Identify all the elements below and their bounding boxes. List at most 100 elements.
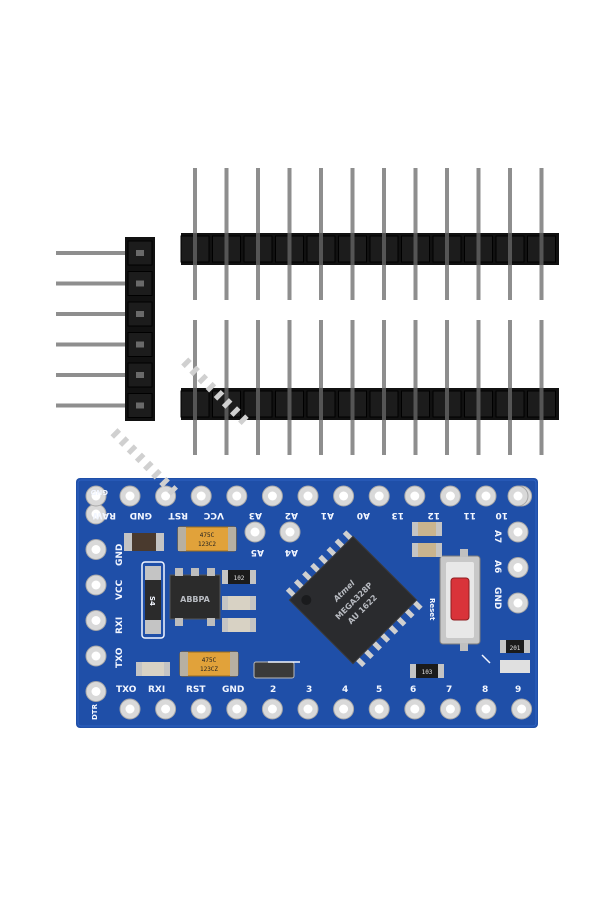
label-gnd-top: GND [130,510,152,520]
chip-pin [126,444,138,456]
label-a2: A2 [285,510,298,520]
label-reset: Reset [428,598,436,621]
label-rxi-bottom: RXI [148,685,165,695]
chip-pin [118,436,130,447]
header-pin [350,320,355,455]
ra-pin [56,373,136,377]
header-pin-through [476,388,481,420]
chip-pin [197,373,209,385]
ra-pin-end [136,250,144,256]
silk-left-column: GND VCC RXI TXO DTR [91,544,125,720]
label-13: 13 [391,510,404,520]
header-pin [508,320,512,455]
header-pin-through [413,233,418,265]
reset-button [439,549,481,651]
pin-hole [513,491,523,501]
chip-pin [181,357,192,369]
chip-pin [151,468,162,480]
header-pin [193,320,197,455]
header-pin-through [350,388,355,420]
ra-pin-end [136,372,144,378]
pin-hole [513,563,523,572]
label-rst-top: RST [168,510,188,520]
smd-resistor-102: 102 [222,570,256,584]
header-pin-through [508,388,512,420]
header-pin [413,320,418,455]
pin-hole [339,704,349,714]
cap-bottom-line2: 123CZ [200,666,218,673]
cap-top-line2: 123C2 [198,541,216,548]
ra-pin-end [136,341,144,348]
smd-resistor-103: 103 [410,664,444,678]
r1-marking: 102 [234,575,245,582]
label-a4: A4 [285,547,298,557]
header-pin-through [319,388,323,420]
pin-hole [125,704,135,714]
ra-pin-end [136,402,144,409]
label-dtr: DTR [91,703,99,720]
ra-pin [56,312,136,316]
pin-hole [374,704,384,714]
ra-pin [56,281,136,286]
right-angle-header-6pin [56,237,155,421]
diode: S4 [141,561,165,639]
r3-marking: 201 [510,645,521,652]
header-pin-through [539,388,544,420]
chip-pin [134,452,146,464]
pin-hole [267,704,277,714]
smd-caps [124,522,530,679]
header-pin [256,320,260,455]
label-gnd-right: GND [492,587,502,609]
pin-hole [91,491,101,501]
pcb-board: RAW GND RST VCC A3 A2 A1 A0 13 12 11 10 … [76,357,538,728]
label-raw: RAW [93,510,116,520]
label-vcc-top: VCC [203,510,224,520]
tantalum-cap-bottom: 475C 123CZ [179,651,239,677]
tantalum-cap-top: 475C 123C2 [177,526,237,552]
pin-hole [125,491,135,501]
header-pin-through [413,388,418,420]
header-pin [382,320,386,455]
label-2: 2 [270,685,276,695]
chip-pin [142,460,154,472]
pin-pads [85,485,533,720]
pin-hole [91,616,101,625]
header-pin-through [476,233,481,265]
pin-hole [445,491,455,501]
chip-pin [213,389,225,401]
pin-hole [91,687,101,696]
label-3: 3 [306,685,312,695]
header-pin-through [224,233,229,265]
header-pin-through [256,233,260,265]
label-a0: A0 [357,510,370,520]
pin-hole [513,598,523,608]
label-7: 7 [446,685,452,695]
ra-pin-end [136,311,144,317]
ra-header-body [125,237,155,421]
ra-pin [56,342,136,347]
chip-pin [238,414,249,425]
pin-hole [267,491,277,501]
header-pin [224,320,229,455]
silk-bottom-row: TXO RXI RST GND 2 3 4 5 6 7 8 9 [116,685,521,695]
chip-pin [159,476,170,488]
pin-hole [445,704,455,714]
header-pin-through [445,388,449,420]
label-txo-bottom: TXO [116,685,137,695]
straight-header-bottom [180,320,559,455]
r2-marking: 103 [422,669,433,676]
label-6: 6 [410,685,416,695]
label-5: 5 [376,685,382,695]
label-10: 10 [495,510,508,520]
header-pin-through [539,233,544,265]
header-pin-through [193,388,197,420]
header-pin-through [445,233,449,265]
header-pin-through [193,233,197,265]
silk-right-column: A7 A6 GND Reset [428,530,502,621]
label-a7: A7 [492,530,502,543]
pin-hole [410,704,420,714]
pin-hole [513,527,523,537]
chip-pin [229,406,241,417]
